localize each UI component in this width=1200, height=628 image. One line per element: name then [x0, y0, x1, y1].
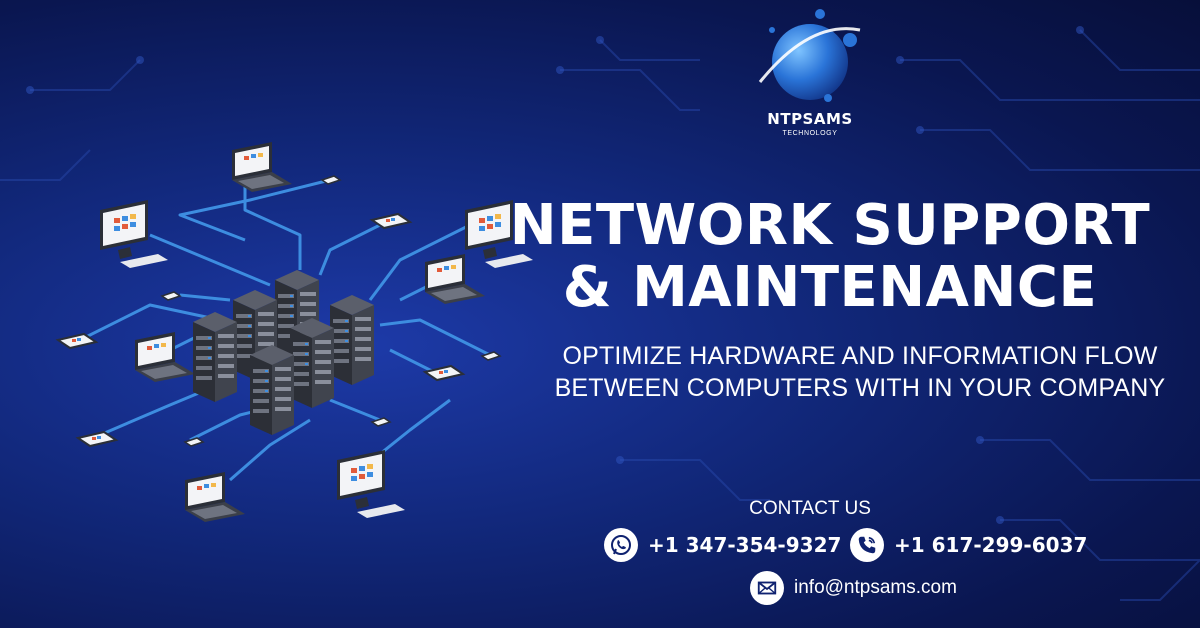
- email-address: info@ntpsams.com: [794, 577, 957, 598]
- brand-tagline: TECHNOLOGY: [782, 130, 838, 137]
- subheadline-line-1: OPTIMIZE HARDWARE AND INFORMATION FLOW: [562, 342, 1158, 370]
- mail-icon: [750, 571, 784, 605]
- brand-name: NTPSAMS: [767, 110, 853, 128]
- subheadline: OPTIMIZE HARDWARE AND INFORMATION FLOW B…: [540, 340, 1180, 404]
- phone-1[interactable]: +1 347-354-9327: [604, 528, 841, 562]
- subheadline-line-2: BETWEEN COMPUTERS WITH IN YOUR COMPANY: [554, 374, 1166, 402]
- phone-2[interactable]: +1 617-299-6037: [850, 528, 1087, 562]
- email-link[interactable]: info@ntpsams.com: [750, 571, 957, 605]
- contact-title: CONTACT US: [749, 498, 871, 519]
- headline-line-2: & MAINTENANCE: [562, 255, 1098, 320]
- phone-2-number: +1 617-299-6037: [894, 533, 1088, 557]
- headline: NETWORK SUPPORT & MAINTENANCE: [500, 195, 1160, 319]
- whatsapp-icon: [604, 528, 638, 562]
- phone-icon: [850, 528, 884, 562]
- headline-line-1: NETWORK SUPPORT: [509, 193, 1151, 258]
- brand-text: NTPSAMS TECHNOLOGY: [720, 110, 900, 137]
- brand-logo: [758, 9, 861, 102]
- phone-1-number: +1 347-354-9327: [648, 533, 842, 557]
